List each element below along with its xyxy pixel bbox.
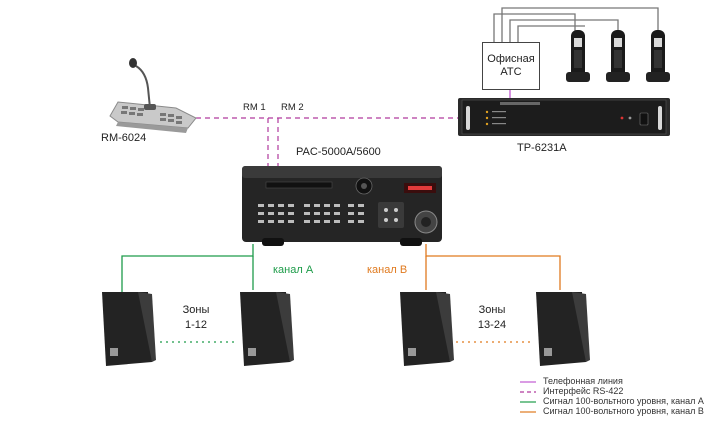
rm2-label: RM 2 (281, 102, 304, 113)
telephone-handset-1 (566, 30, 590, 82)
zones-right-range: 13-24 (477, 319, 507, 331)
legend-phone-line: Телефонная линия (543, 376, 623, 386)
office-ats-box: Офисная АТС (482, 42, 540, 90)
channel-b-label: канал В (367, 264, 408, 276)
channel-a-label: канал А (273, 264, 314, 276)
channel-b-wiring (425, 244, 561, 343)
speaker-3 (400, 292, 454, 366)
telephone-handset-2 (606, 30, 630, 82)
tp-unit-label: TP-6231A (517, 142, 567, 154)
telephone-handset-3 (646, 30, 670, 82)
mic-console-label: RM-6024 (101, 132, 147, 144)
rs422-wiring (196, 117, 462, 168)
zones-left-title: Зоны (182, 304, 210, 316)
speaker-2 (240, 292, 294, 366)
speaker-4 (536, 292, 590, 366)
tp-6231a-unit (458, 98, 670, 136)
zones-left-range: 1-12 (184, 319, 208, 331)
mic-console (109, 58, 197, 133)
legend-channel-a: Сигнал 100-вольтного уровня, канал А (543, 396, 704, 406)
rm1-label: RM 1 (243, 102, 266, 113)
channel-a-wiring (121, 244, 254, 343)
speaker-1 (102, 292, 156, 366)
phone-wiring (493, 7, 659, 42)
ats-label-line2: АТС (500, 66, 522, 78)
zones-right-title: Зоны (478, 304, 506, 316)
pac-unit-label: PAC-5000A/5600 (296, 146, 381, 158)
pac-main-unit (242, 166, 442, 246)
legend-swatches (520, 381, 536, 413)
legend-rs422: Интерфейс RS-422 (543, 386, 624, 396)
ats-label-line1: Офисная (487, 53, 535, 65)
legend-channel-b: Сигнал 100-вольтного уровня, канал В (543, 406, 704, 416)
